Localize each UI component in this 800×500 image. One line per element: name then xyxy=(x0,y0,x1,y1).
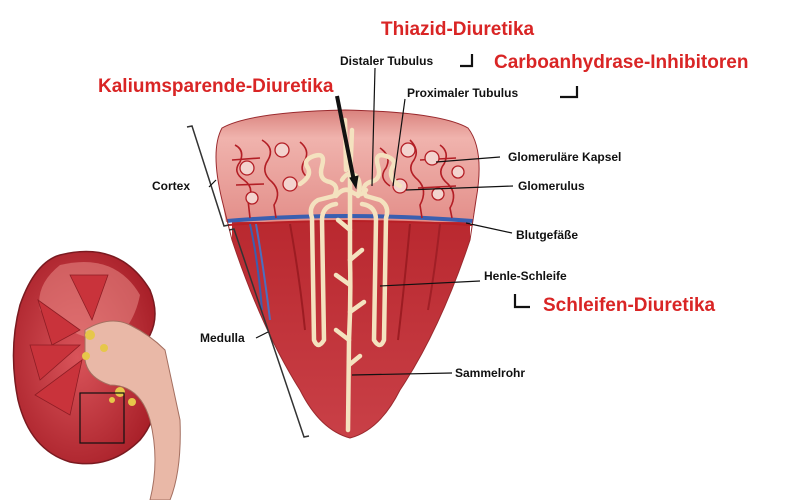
cortex-bracket xyxy=(186,125,230,227)
leader-lines xyxy=(208,67,514,376)
medulla-label: Medulla xyxy=(200,331,245,345)
renal-fat xyxy=(82,330,136,406)
proximal-tubule-label: Proximaler Tubulus xyxy=(407,86,519,100)
arcuate-artery xyxy=(216,220,480,227)
renal-pelvis xyxy=(84,320,181,500)
kidney-illustration xyxy=(12,250,181,500)
renal-pyramids xyxy=(29,274,109,416)
right-nephron xyxy=(359,152,403,348)
zoom-box xyxy=(79,392,125,444)
brackets xyxy=(186,125,310,438)
vasa-recta xyxy=(249,223,441,341)
loop-diuretics-label: Schleifen-Diuretika xyxy=(543,295,716,316)
arcuate-vein xyxy=(216,214,480,224)
blood-vessels-label: Blutgefäße xyxy=(516,228,579,242)
loop-of-henle-label: Henle-Schleife xyxy=(484,269,567,283)
glomerular-capsule-label: Glomeruläre Kapsel xyxy=(508,150,622,164)
potassium-sparing-diuretics-label: Kaliumsparende-Diuretika xyxy=(98,76,334,97)
glomerulus-label: Glomerulus xyxy=(518,179,585,193)
cortical-capillaries xyxy=(231,139,457,219)
cortex-label: Cortex xyxy=(152,179,191,193)
thiazide-diuretics-label: Thiazid-Diuretika xyxy=(381,19,535,40)
wedge-outline xyxy=(215,109,480,439)
step-arrows xyxy=(460,54,579,309)
arrow-schleifen xyxy=(513,294,530,309)
medulla-bracket xyxy=(228,228,310,438)
carboanhydrase-inhibitors-label: Carboanhydrase-Inhibitoren xyxy=(494,52,749,73)
left-nephron xyxy=(297,152,339,348)
collecting-duct-label: Sammelrohr xyxy=(455,366,526,380)
arrow-carboanhydrase xyxy=(560,86,579,99)
distal-tubule-label: Distaler Tubulus xyxy=(340,54,434,68)
arrow-thiazide xyxy=(460,54,474,68)
